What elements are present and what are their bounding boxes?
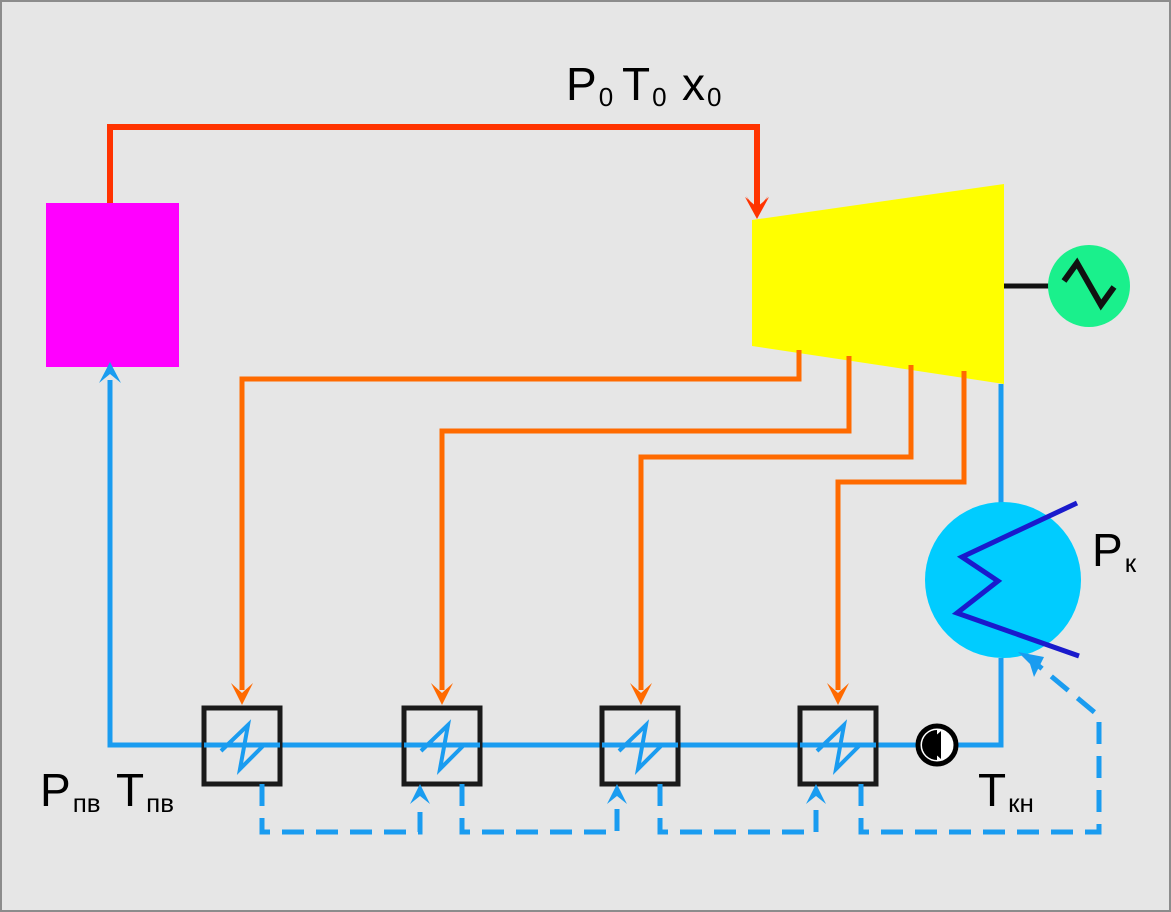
boiler [46, 203, 179, 367]
drain-line-3 [657, 784, 819, 835]
heater-3 [599, 705, 681, 787]
heater-2 [401, 705, 483, 787]
extraction-arrow-icon [827, 683, 849, 705]
heater-4 [797, 705, 879, 787]
extraction-line-4 [835, 371, 967, 690]
label-pk: Pк [1092, 524, 1137, 578]
extraction-arrows [231, 683, 849, 705]
drain-arrow-icon [806, 784, 826, 804]
label-x0: x0 [682, 58, 721, 112]
extraction-arrow-icon [231, 683, 253, 705]
drain-line-2 [459, 784, 620, 835]
condenser [925, 502, 1081, 658]
drain-lines [259, 660, 1102, 835]
extraction-line-2 [439, 356, 852, 690]
extraction-line-1 [239, 350, 802, 690]
heaters [201, 705, 879, 787]
extraction-arrow-icon [630, 683, 652, 705]
pump-half-icon [922, 730, 937, 760]
extraction-arrow-icon [431, 683, 453, 705]
label-ppv: Pпв [40, 764, 101, 818]
extraction-line-3 [638, 365, 914, 690]
drain-arrow-icon [410, 784, 430, 804]
heater-1 [201, 705, 283, 787]
drain-arrow-icon [1018, 652, 1044, 677]
drain-arrow-icon [607, 784, 627, 804]
extraction-lines [239, 350, 967, 690]
condensate-line [958, 658, 1004, 748]
condenser-coil-icon [951, 500, 1080, 659]
label-tkn: Tкн [978, 764, 1034, 818]
drain-arrows [410, 652, 1044, 804]
drain-line-1 [259, 784, 423, 835]
label-p0: P0 [566, 58, 613, 112]
sine-wave-icon [1061, 257, 1117, 311]
feedwater-arrow-icon [99, 362, 121, 383]
turbine [752, 184, 1004, 384]
label-tpv: Tпв [116, 764, 174, 818]
live-steam-line [107, 124, 760, 208]
label-t0: T0 [622, 58, 667, 112]
live-steam-arrowhead-icon [745, 197, 769, 219]
drain-line-4 [858, 660, 1102, 835]
